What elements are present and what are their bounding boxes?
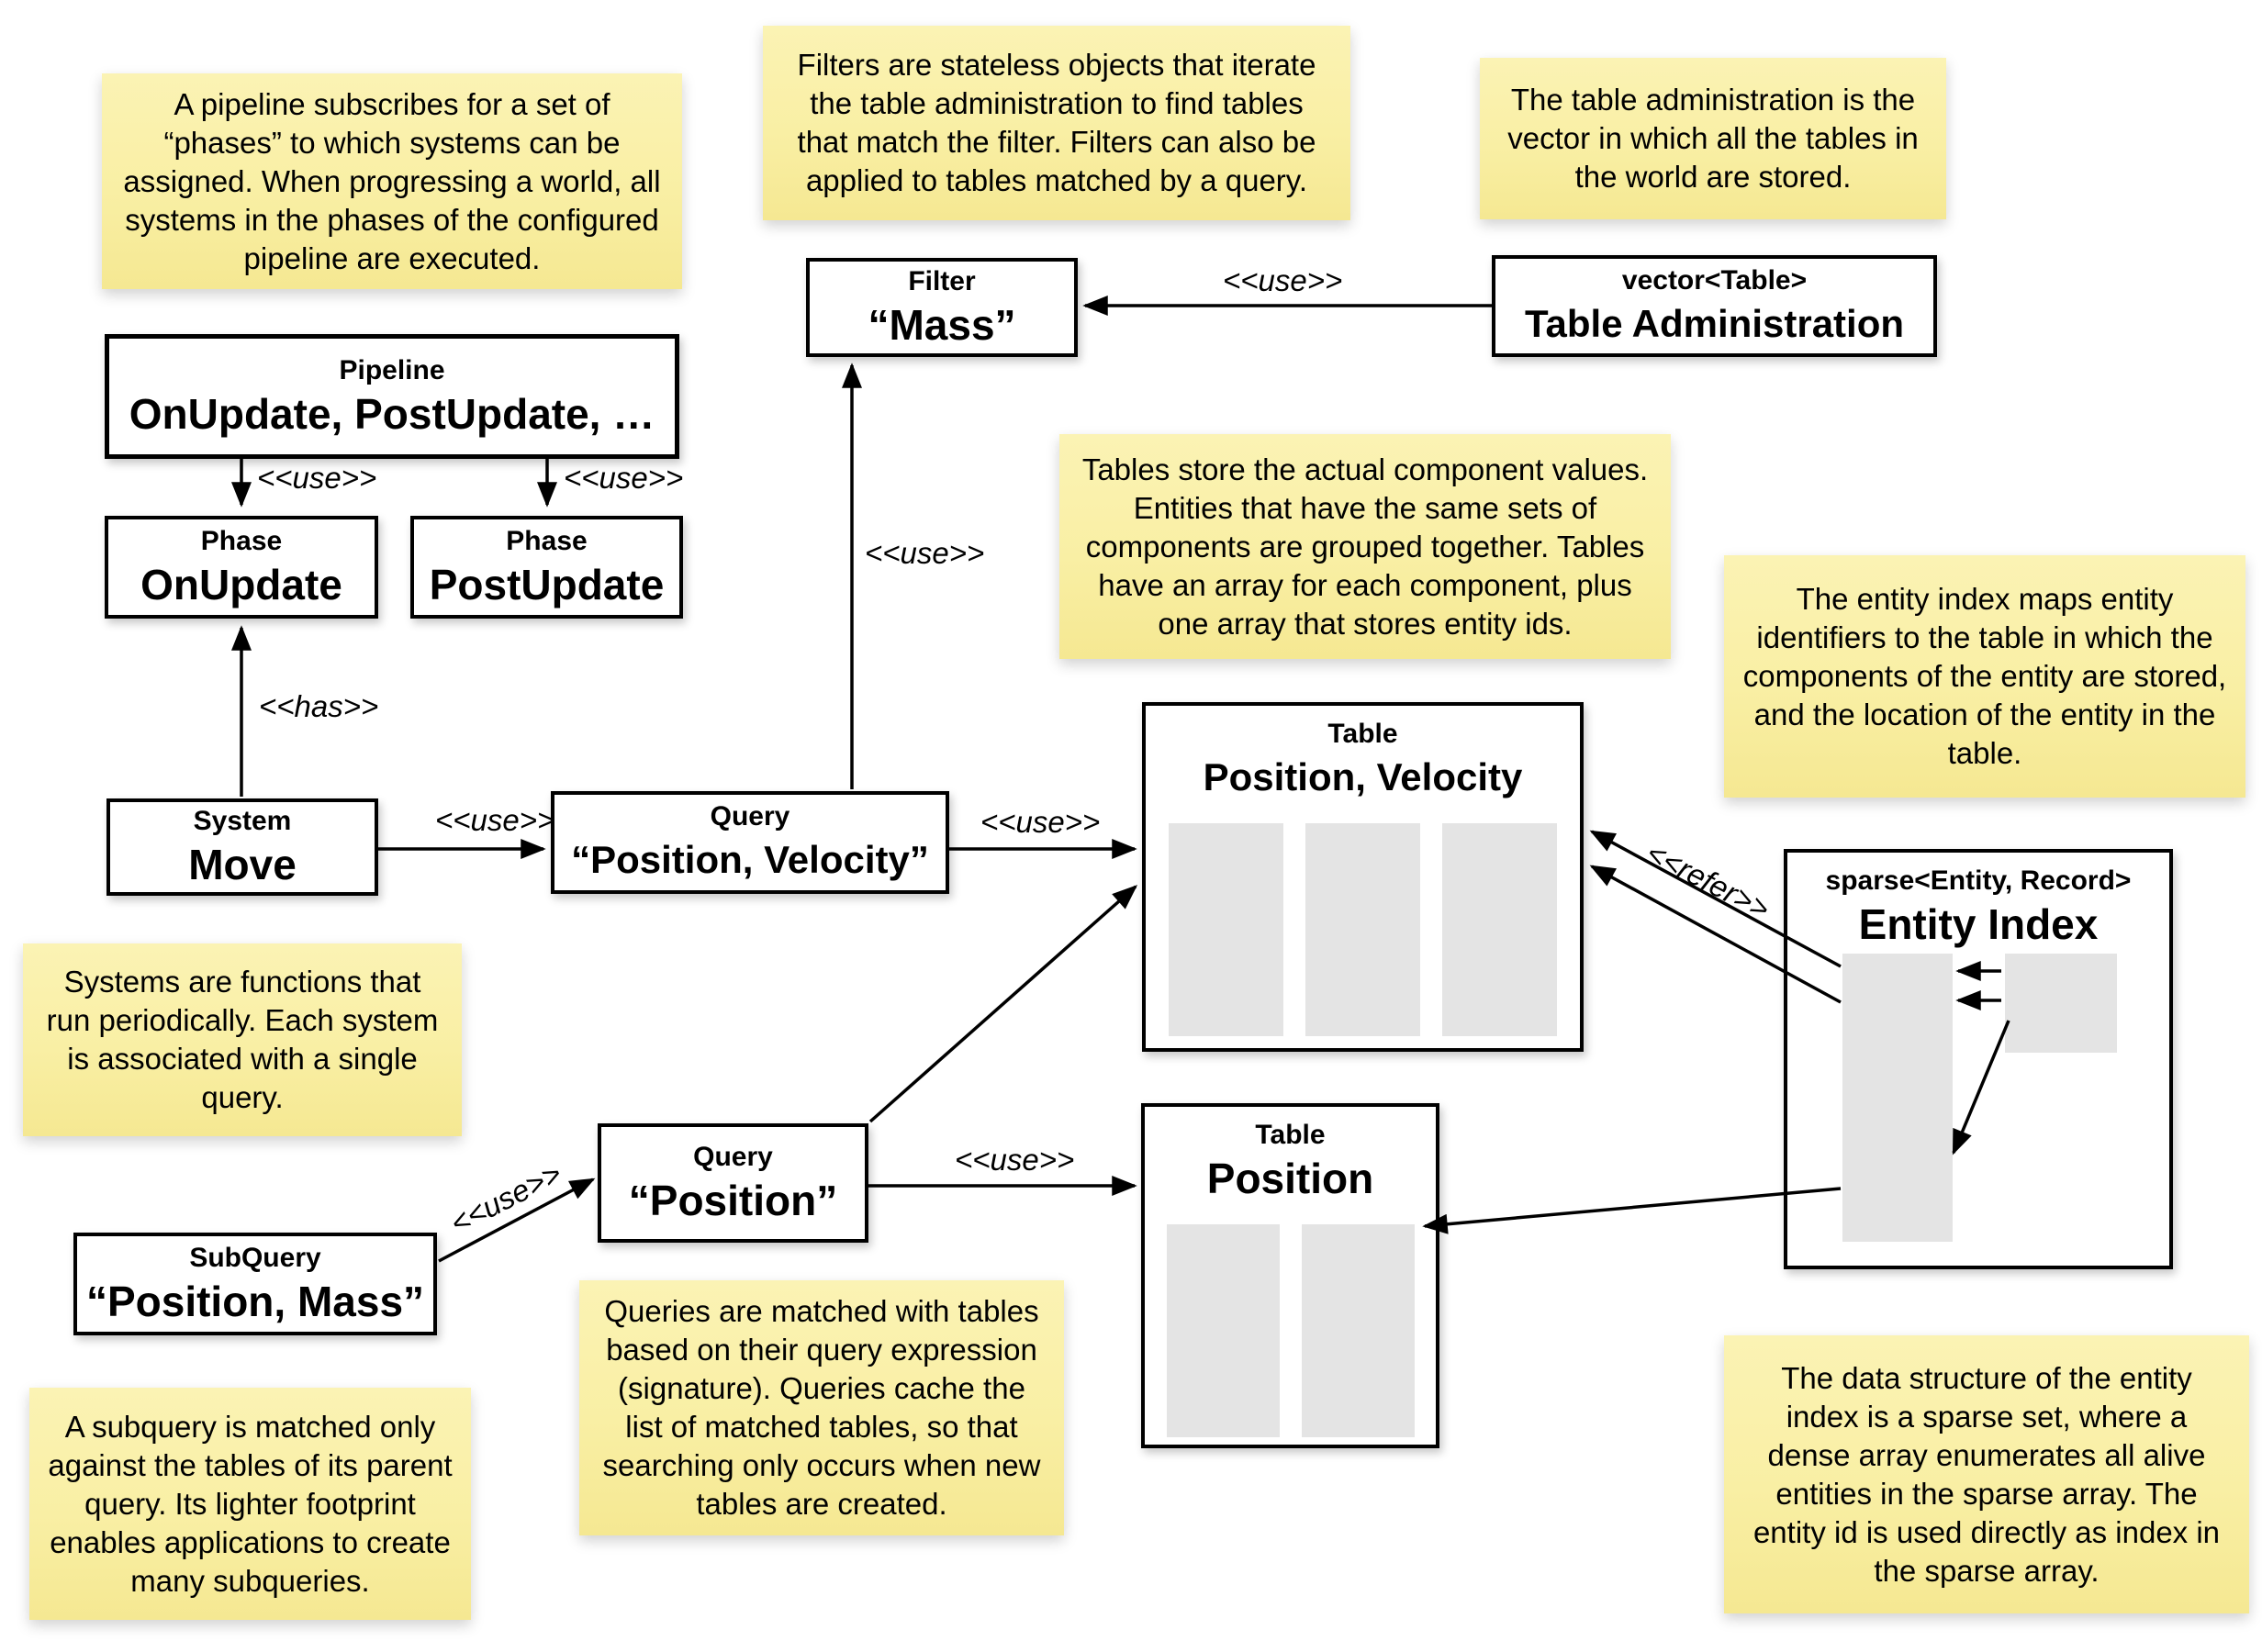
note-tables: Tables store the actual component values… <box>1059 434 1671 659</box>
table-position-velocity-box: Table Position, Velocity <box>1142 702 1584 1052</box>
label-use-queryposvel-table: <<use>> <box>980 805 1101 839</box>
component-array <box>1166 1224 1280 1437</box>
table-position-name: Position <box>1206 1155 1374 1202</box>
label-use-query-filter: <<use>> <box>865 536 985 570</box>
label-use-pipeline-postupdate: <<use>> <box>564 461 684 495</box>
label-refer-entityindex-table: <<refer>> <box>1641 835 1775 926</box>
note-entity-index: The entity index maps entity identifiers… <box>1724 555 2245 798</box>
phase-postupdate-type: Phase <box>506 526 588 556</box>
phase-postupdate-name: PostUpdate <box>429 561 665 608</box>
note-sparse-set: The data structure of the entity index i… <box>1724 1335 2249 1613</box>
table-administration-name: Table Administration <box>1524 301 1905 345</box>
filter-mass-name: “Mass” <box>868 301 1016 349</box>
query-position-velocity-box: Query “Position, Velocity” <box>551 791 949 894</box>
query-position-velocity-name: “Position, Velocity” <box>571 838 929 881</box>
note-subquery: A subquery is matched only against the t… <box>29 1388 471 1620</box>
table-position-velocity-name: Position, Velocity <box>1203 755 1523 798</box>
query-position-name: “Position” <box>628 1177 838 1224</box>
entity-index-name: Entity Index <box>1858 900 2099 948</box>
note-table-administration: The table administration is the vector i… <box>1480 58 1946 219</box>
phase-onupdate-name: OnUpdate <box>140 561 342 608</box>
table-position-velocity-type: Table <box>1327 719 1398 749</box>
label-use-tableadmin-filter: <<use>> <box>1223 263 1343 297</box>
query-position-box: Query “Position” <box>598 1123 868 1243</box>
arrow-querypos-to-tableposvel <box>868 885 1138 1123</box>
pipeline-box-name: OnUpdate, PostUpdate, … <box>129 390 655 438</box>
note-pipeline: A pipeline subscribes for a set of “phas… <box>102 73 682 289</box>
entity-id-array <box>1442 823 1557 1036</box>
entity-id-array <box>1301 1224 1415 1437</box>
label-use-subquery-querypos: <<use>> <box>444 1155 567 1241</box>
system-move-name: Move <box>188 841 297 888</box>
phase-onupdate-type: Phase <box>200 526 283 556</box>
dense-array <box>2005 954 2117 1053</box>
subquery-type: SubQuery <box>189 1243 321 1273</box>
label-has-move-onupdate: <<has>> <box>259 689 379 723</box>
table-administration-box: vector<Table> Table Administration <box>1492 255 1937 357</box>
entity-index-type: sparse<Entity, Record> <box>1825 865 2132 896</box>
label-use-move-query: <<use>> <box>435 803 555 837</box>
query-position-type: Query <box>693 1142 773 1172</box>
table-position-type: Table <box>1255 1120 1326 1150</box>
entity-index-box: sparse<Entity, Record> Entity Index <box>1784 849 2173 1269</box>
subquery-name: “Position, Mass” <box>85 1278 425 1325</box>
filter-mass-type: Filter <box>908 266 976 296</box>
pipeline-box-type: Pipeline <box>339 355 445 385</box>
note-filters: Filters are stateless objects that itera… <box>763 26 1350 220</box>
table-position-arrays <box>1166 1224 1415 1437</box>
system-move-type: System <box>193 806 292 836</box>
table-administration-type: vector<Table> <box>1621 264 1808 296</box>
label-use-pipeline-onupdate: <<use>> <box>257 461 377 495</box>
note-queries: Queries are matched with tables based on… <box>579 1280 1064 1535</box>
phase-onupdate-box: Phase OnUpdate <box>105 516 378 619</box>
table-position-velocity-arrays <box>1169 823 1557 1036</box>
filter-mass-box: Filter “Mass” <box>806 258 1078 357</box>
phase-postupdate-box: Phase PostUpdate <box>410 516 683 619</box>
component-array <box>1305 823 1420 1036</box>
table-position-box: Table Position <box>1141 1103 1439 1448</box>
sparse-array <box>1842 954 1953 1242</box>
pipeline-box: Pipeline OnUpdate, PostUpdate, … <box>105 334 679 459</box>
query-position-velocity-type: Query <box>710 801 790 832</box>
system-move-box: System Move <box>106 798 378 896</box>
component-array <box>1169 823 1283 1036</box>
label-use-querypos-table: <<use>> <box>955 1143 1075 1177</box>
subquery-box: SubQuery “Position, Mass” <box>73 1233 437 1335</box>
arrow-entityindex-to-tablepos <box>1422 1187 1842 1234</box>
note-systems: Systems are functions that run periodica… <box>23 943 462 1136</box>
